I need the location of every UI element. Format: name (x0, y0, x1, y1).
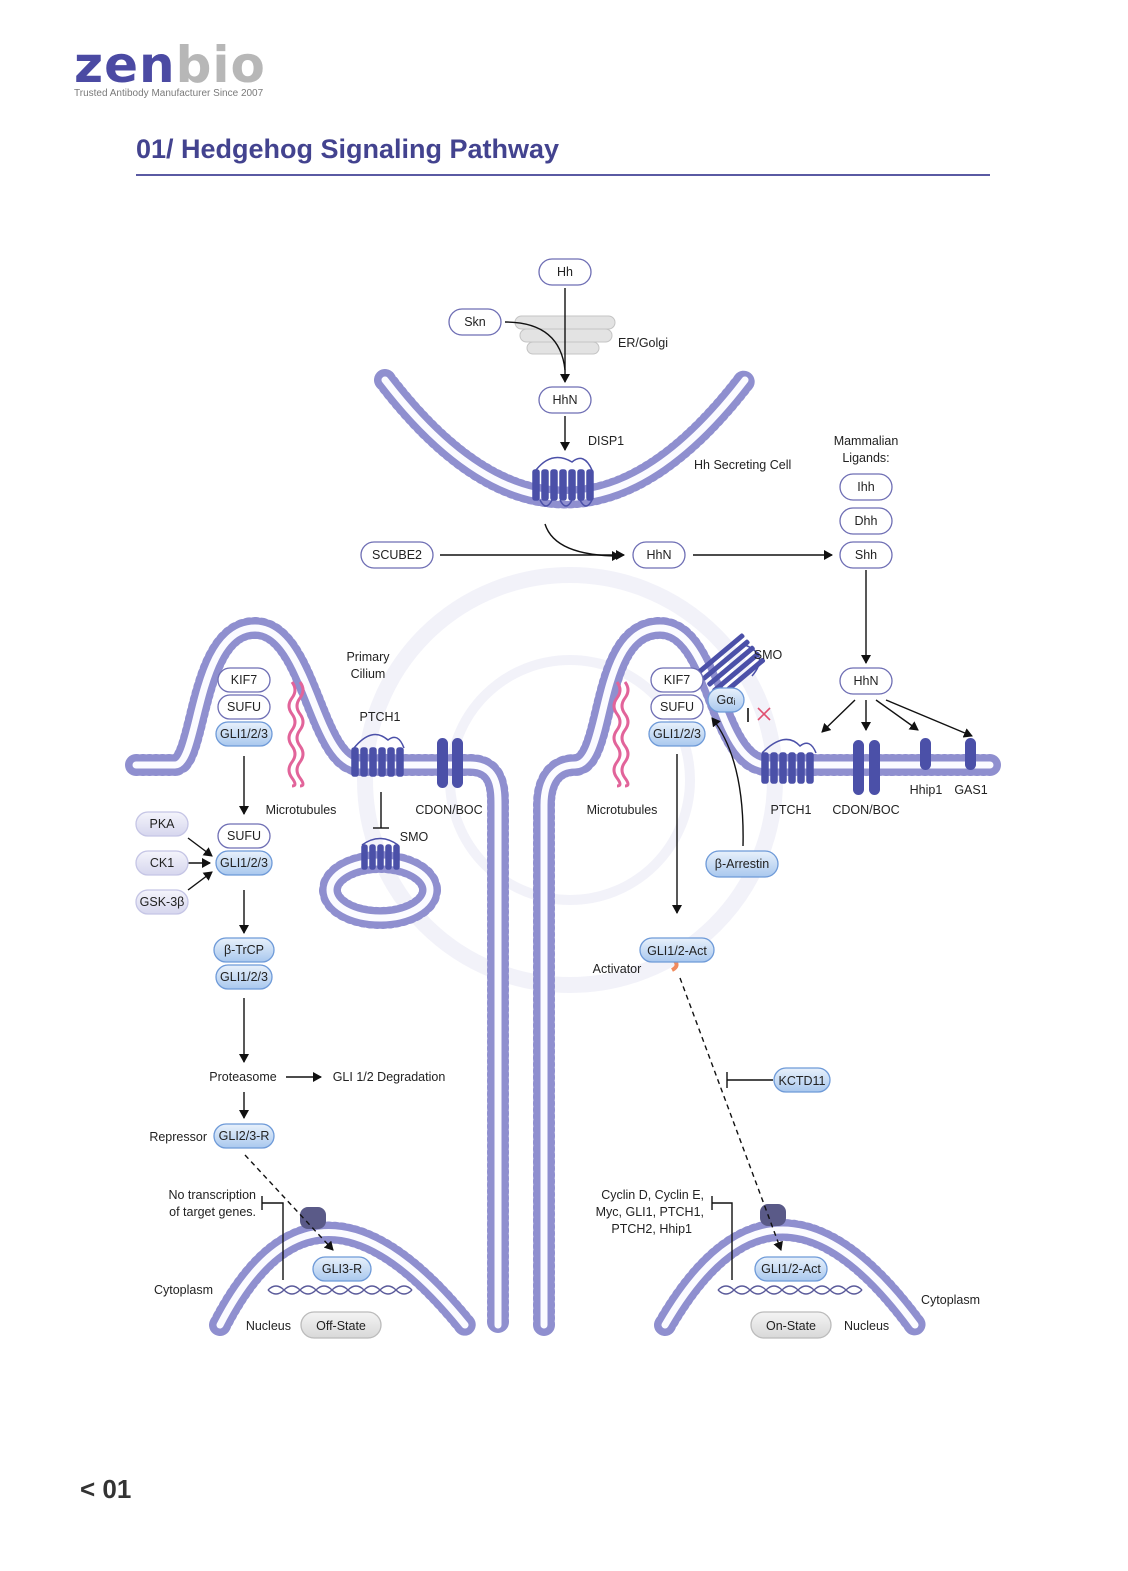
label-cytoplasm-right: Cytoplasm (921, 1293, 980, 1307)
label-gli3r: GLI3-R (322, 1262, 362, 1276)
label-sufu2: SUFU (227, 829, 261, 843)
label-dhh: Dhh (855, 514, 878, 528)
label-microtubules-left: Microtubules (266, 803, 337, 817)
label-cdon-boc-right: CDON/BOC (832, 803, 899, 817)
label-activator: Activator (593, 962, 642, 976)
label-degradation: GLI 1/2 Degradation (333, 1070, 446, 1084)
label-gli23r: GLI2/3-R (219, 1129, 270, 1143)
label-mammalian: Mammalian (834, 434, 899, 448)
label-off-state: Off-State (316, 1319, 366, 1333)
watermark (357, 567, 783, 993)
label-targets-2: Myc, GLI1, PTCH1, (596, 1205, 704, 1219)
label-barrestin: β-Arrestin (715, 857, 769, 871)
label-sufu-right: SUFU (660, 700, 694, 714)
membranes (125, 369, 1001, 1336)
label-pills (135, 258, 893, 1339)
label-pka: PKA (149, 817, 175, 831)
label-ihh: Ihh (857, 480, 874, 494)
label-kif7-left: KIF7 (231, 673, 257, 687)
label-ck1: CK1 (150, 856, 174, 870)
label-hh: Hh (557, 265, 573, 279)
disp1-receptor (532, 456, 594, 507)
label-primary: Primary (346, 650, 390, 664)
label-hhip1: Hhip1 (910, 783, 943, 797)
hhip1-receptor (920, 738, 931, 770)
microtubules (287, 681, 630, 788)
label-microtubules-right: Microtubules (587, 803, 658, 817)
label-shh: Shh (855, 548, 877, 562)
label-disp1: DISP1 (588, 434, 624, 448)
label-gli2: GLI1/2/3 (220, 856, 268, 870)
label-hhn-mid: HhN (646, 548, 671, 562)
label-sufu-left: SUFU (227, 700, 261, 714)
label-kctd11: KCTD11 (778, 1074, 825, 1088)
page-title: 01/ Hedgehog Signaling Pathway (136, 134, 560, 164)
label-proteasome: Proteasome (209, 1070, 276, 1084)
ptch1-left-receptor (351, 733, 405, 777)
label-no-transcription-2: of target genes. (169, 1205, 256, 1219)
label-hhn-top: HhN (552, 393, 577, 407)
gas1-receptor (965, 738, 976, 770)
label-btrcp: β-TrCP (224, 943, 264, 957)
label-er-golgi: ER/Golgi (618, 336, 668, 350)
label-nucleus-right: Nucleus (844, 1319, 889, 1333)
cdon-boc-left (437, 738, 463, 788)
smo-vesicle-receptor (361, 837, 400, 870)
label-skn: Skn (464, 315, 486, 329)
label-gli-left: GLI1/2/3 (220, 727, 268, 741)
label-ptch1-right: PTCH1 (771, 803, 812, 817)
dna-strands (267, 1285, 863, 1295)
label-cytoplasm-left: Cytoplasm (154, 1283, 213, 1297)
label-on-state: On-State (766, 1319, 816, 1333)
label-gas1: GAS1 (954, 783, 987, 797)
label-ligands: Ligands: (842, 451, 889, 465)
label-no-transcription-1: No transcription (168, 1188, 256, 1202)
label-gli-act: GLI1/2-Act (647, 944, 707, 958)
label-hhn-right: HhN (853, 674, 878, 688)
label-targets-1: Cyclin D, Cyclin E, (601, 1188, 704, 1202)
label-gli-right: GLI1/2/3 (653, 727, 701, 741)
logo-tagline: Trusted Antibody Manufacturer Since 2007 (74, 88, 264, 99)
label-cilium: Cilium (351, 667, 386, 681)
label-smo-left: SMO (400, 830, 429, 844)
ptch1-right-receptor (761, 738, 817, 784)
label-galpha: Gαᵢ (717, 693, 736, 707)
label-gli-act-nuc: GLI1/2-Act (761, 1262, 821, 1276)
title-rule (136, 174, 990, 176)
zenbio-logo: zenbio Trusted Antibody Manufacturer Sin… (74, 40, 266, 99)
page-number: < 01 (80, 1474, 132, 1504)
logo-bio: bio (175, 36, 266, 94)
label-nucleus-left: Nucleus (246, 1319, 291, 1333)
label-kif7-right: KIF7 (664, 673, 690, 687)
label-targets-3: PTCH2, Hhip1 (611, 1222, 692, 1236)
inhibition-x-icon (747, 707, 771, 722)
label-hh-secreting-cell: Hh Secreting Cell (694, 458, 791, 472)
pathway-arrows (187, 288, 973, 1280)
label-gsk3b: GSK-3β (140, 895, 185, 909)
label-smo-right: SMO (754, 648, 783, 662)
label-ptch1-left: PTCH1 (360, 710, 401, 724)
label-gli3: GLI1/2/3 (220, 970, 268, 984)
label-cdon-boc-left: CDON/BOC (415, 803, 482, 817)
label-repressor: Repressor (149, 1130, 207, 1144)
cdon-boc-right (853, 740, 880, 795)
logo-zen: zen (74, 36, 176, 94)
label-scube2: SCUBE2 (372, 548, 422, 562)
